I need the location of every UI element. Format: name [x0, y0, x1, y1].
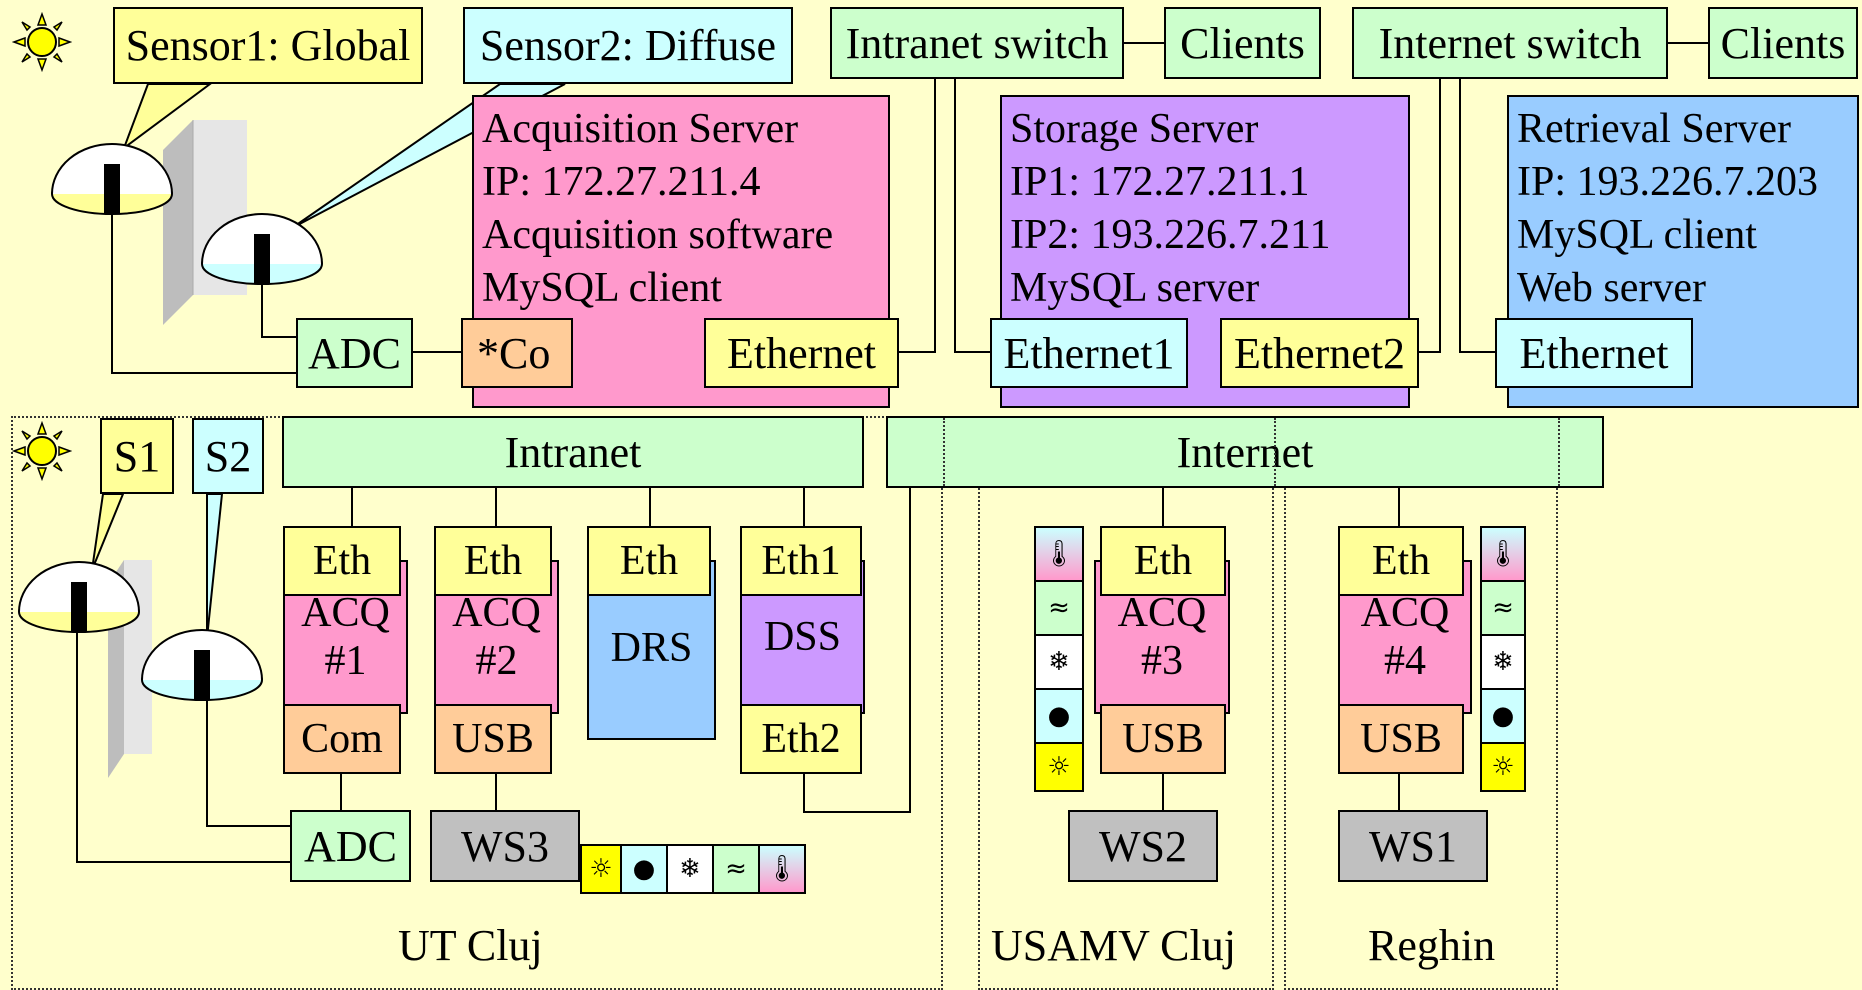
intranet-switch: Intranet switch [830, 7, 1124, 79]
site-label-reghin: Reghin [1368, 921, 1496, 970]
storage-ethernet1: Ethernet1 [990, 318, 1188, 388]
dss-eth2: Eth2 [740, 704, 862, 774]
internet-segment-divider [1274, 418, 1276, 486]
acquisition-server-client: MySQL client [482, 265, 722, 311]
acq2-eth: Eth [434, 526, 552, 596]
snowflake-icon: ❄ [666, 844, 714, 894]
acq3-usb: USB [1100, 704, 1226, 774]
thermometer-icon: 🌡 [1034, 526, 1084, 582]
internet-segment-divider [943, 418, 945, 486]
s1-callout: S1 [100, 418, 174, 494]
pyranometer-s2-icon [140, 628, 264, 704]
acq3-eth: Eth [1100, 526, 1226, 596]
sun-icon: ☼ [1034, 742, 1084, 792]
acq4-number: #4 [1384, 638, 1426, 684]
acq3-number: #3 [1141, 638, 1183, 684]
pyranometer-s1-icon [17, 560, 141, 636]
storage-server-ip1: IP1: 172.27.211.1 [1010, 159, 1310, 205]
pyranometer-diffuse-icon [200, 212, 324, 288]
snowflake-icon: ❄ [1034, 634, 1084, 690]
rain-drop-icon: ● [1034, 688, 1084, 744]
acq2-usb: USB [434, 704, 552, 774]
dss-eth1: Eth1 [740, 526, 862, 596]
rain-drop-icon: ● [620, 844, 668, 894]
wind-icon: ≈ [1034, 580, 1084, 636]
retrieval-server-web: Web server [1517, 265, 1707, 311]
sensor2-callout: Sensor2: Diffuse [463, 7, 793, 84]
acq4-label: ACQ [1360, 589, 1450, 636]
site-label-ut-cluj: UT Cluj [398, 921, 543, 970]
wind-icon: ≈ [712, 844, 760, 894]
acq1-label: ACQ [301, 589, 390, 636]
acq4-usb: USB [1338, 704, 1464, 774]
sun-icon: ☼ [1480, 742, 1526, 792]
internet-clients: Clients [1708, 7, 1858, 79]
retrieval-server-ip: IP: 193.226.7.203 [1517, 159, 1819, 205]
thermometer-icon: 🌡 [758, 844, 806, 894]
drs-eth: Eth [587, 526, 711, 596]
ws2-weather-station: WS2 [1068, 810, 1218, 882]
retrieval-ethernet: Ethernet [1495, 318, 1693, 388]
bottom-adc: ADC [290, 810, 411, 882]
internet-switch: Internet switch [1352, 7, 1668, 79]
intranet-clients: Clients [1164, 7, 1321, 79]
top-adc: ADC [296, 318, 413, 388]
acq1-number: #1 [324, 638, 367, 684]
ws3-weather-station: WS3 [430, 810, 580, 882]
retrieval-server-title: Retrieval Server [1517, 106, 1792, 152]
thermometer-icon: 🌡 [1480, 526, 1526, 582]
acquisition-ethernet: Ethernet [704, 318, 899, 388]
acq1-eth: Eth [283, 526, 401, 596]
storage-server-db: MySQL server [1010, 265, 1260, 311]
storage-ethernet2: Ethernet2 [1220, 318, 1419, 388]
sensor1-callout: Sensor1: Global [113, 7, 423, 84]
internet-segment-divider [1558, 418, 1560, 486]
acquisition-com-port: *Co [461, 318, 573, 388]
intranet-bar: Intranet [282, 416, 864, 488]
s2-callout: S2 [192, 418, 264, 494]
sun-icon-top [11, 11, 73, 73]
acquisition-server-ip: IP: 172.27.211.4 [482, 159, 761, 205]
acq3-label: ACQ [1117, 589, 1207, 636]
retrieval-server-client: MySQL client [1517, 212, 1757, 258]
site-label-usamv-cluj: USAMV Cluj [991, 921, 1236, 970]
sun-icon: ☼ [580, 844, 622, 894]
ws1-weather-station: WS1 [1338, 810, 1488, 882]
acquisition-server-software: Acquisition software [482, 212, 834, 258]
acq2-number: #2 [475, 638, 518, 684]
storage-server-ip2: IP2: 193.226.7.211 [1010, 212, 1331, 258]
acquisition-server-title: Acquisition Server [482, 106, 799, 152]
wind-icon: ≈ [1480, 580, 1526, 636]
acq4-eth: Eth [1338, 526, 1464, 596]
acq1-com: Com [283, 704, 401, 774]
rain-drop-icon: ● [1480, 688, 1526, 744]
snowflake-icon: ❄ [1480, 634, 1526, 690]
sun-icon-bottom [11, 420, 73, 482]
internet-bar: Internet [886, 416, 1604, 488]
acq2-label: ACQ [452, 589, 541, 636]
pyranometer-global-icon [50, 142, 174, 218]
storage-server-title: Storage Server [1010, 106, 1259, 152]
